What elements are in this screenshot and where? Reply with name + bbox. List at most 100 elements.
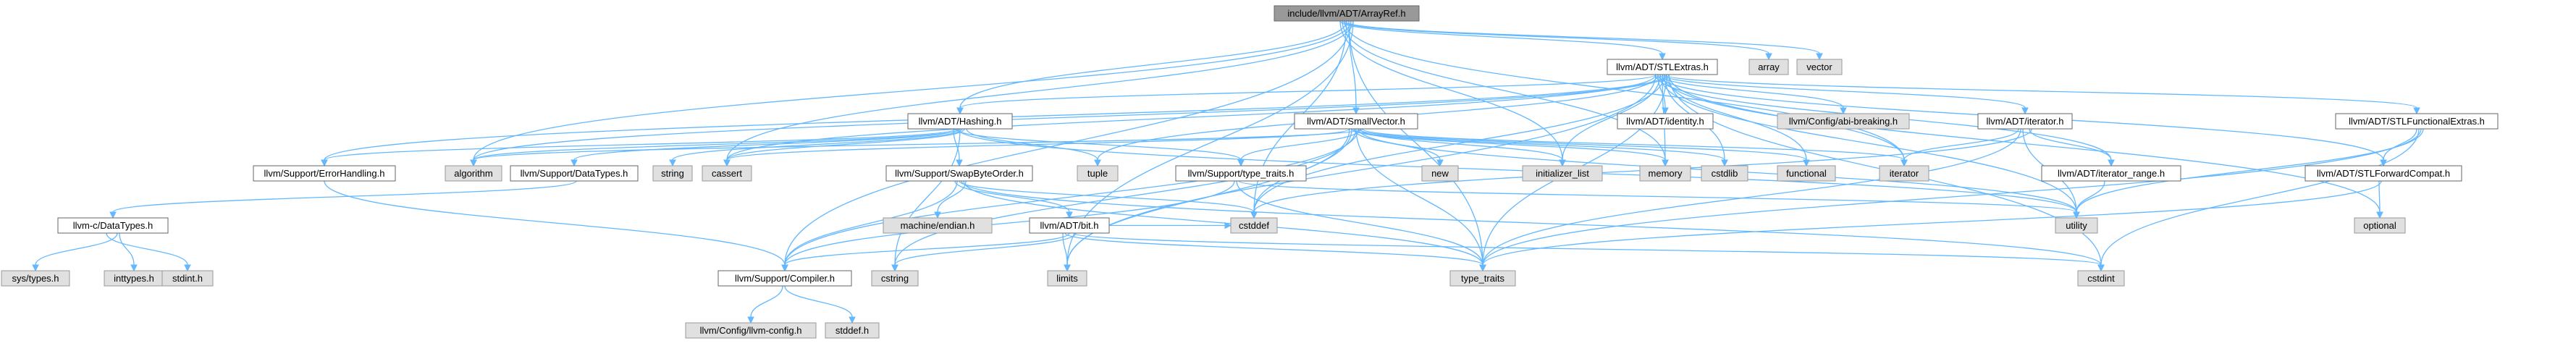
node-smallvector[interactable]: llvm/ADT/SmallVector.h bbox=[1294, 113, 1418, 130]
svg-text:llvm/Support/DataTypes.h: llvm/Support/DataTypes.h bbox=[521, 168, 628, 179]
node-type-traits: type_traits bbox=[1449, 270, 1516, 287]
node-abi-breaking: llvm/Config/abi-breaking.h bbox=[1777, 113, 1910, 130]
svg-text:cstdint: cstdint bbox=[2087, 273, 2115, 284]
edge-stlfunctionalextras-to-stlforwardcompat bbox=[2380, 128, 2417, 167]
edge-hashing-to-swapbyteorder bbox=[953, 128, 963, 167]
svg-text:include/llvm/ADT/ArrayRef.h: include/llvm/ADT/ArrayRef.h bbox=[1287, 8, 1405, 19]
edge-stlextras-to-algorithm bbox=[470, 74, 1670, 167]
edge-datatypes-to-c-datatypes bbox=[109, 180, 577, 219]
svg-text:string: string bbox=[661, 168, 684, 179]
edge-swapbyteorder-to-machine-endian bbox=[934, 180, 967, 219]
svg-text:iterator: iterator bbox=[1890, 168, 1919, 179]
svg-text:llvm/ADT/STLExtras.h: llvm/ADT/STLExtras.h bbox=[1616, 62, 1709, 72]
svg-text:llvm/Support/ErrorHandling.h: llvm/Support/ErrorHandling.h bbox=[264, 168, 385, 179]
edge-c-datatypes-to-inttypes bbox=[119, 232, 138, 272]
edge-iterator-header-to-iterator bbox=[1901, 128, 2019, 167]
node-functional: functional bbox=[1777, 165, 1836, 182]
node-stdint: stdint.h bbox=[161, 270, 214, 287]
edge-c-datatypes-to-sys-types bbox=[32, 232, 118, 272]
svg-text:limits: limits bbox=[1056, 273, 1078, 284]
edge-stlextras-to-optional bbox=[1662, 74, 2383, 219]
node-tuple: tuple bbox=[1077, 165, 1119, 182]
edge-stlextras-to-iterator-header bbox=[1662, 74, 2029, 115]
node-iterator-header[interactable]: llvm/ADT/iterator.h bbox=[1977, 113, 2073, 130]
node-support-type-traits[interactable]: llvm/Support/type_traits.h bbox=[1175, 165, 1307, 182]
svg-text:tuple: tuple bbox=[1087, 168, 1108, 179]
node-llvm-config: llvm/Config/llvm-config.h bbox=[685, 322, 817, 339]
node-cassert: cassert bbox=[702, 165, 752, 182]
svg-text:optional: optional bbox=[2363, 220, 2396, 231]
node-iterator: iterator bbox=[1879, 165, 1929, 182]
node-cstdlib: cstdlib bbox=[1701, 165, 1748, 182]
edge-smallvector-to-memory bbox=[1351, 128, 1669, 167]
node-stlforwardcompat[interactable]: llvm/ADT/STLForwardCompat.h bbox=[2304, 165, 2462, 182]
node-vector: vector bbox=[1796, 59, 1843, 75]
edge-arrayref-to-vector bbox=[1344, 20, 1823, 61]
edge-smallvector-to-cassert bbox=[723, 128, 1350, 167]
node-sys-types: sys/types.h bbox=[1, 270, 70, 287]
edge-hashing-to-string bbox=[669, 128, 963, 167]
svg-text:llvm/ADT/bit.h: llvm/ADT/bit.h bbox=[1040, 220, 1099, 231]
node-arrayref[interactable]: include/llvm/ADT/ArrayRef.h bbox=[1274, 5, 1420, 22]
svg-text:new: new bbox=[1431, 168, 1449, 179]
svg-text:machine/endian.h: machine/endian.h bbox=[901, 220, 975, 231]
svg-text:stddef.h: stddef.h bbox=[835, 325, 869, 336]
node-errorhandling[interactable]: llvm/Support/ErrorHandling.h bbox=[253, 165, 396, 182]
node-datatypes[interactable]: llvm/Support/DataTypes.h bbox=[510, 165, 639, 182]
node-cstddef: cstddef bbox=[1230, 217, 1278, 234]
svg-text:functional: functional bbox=[1786, 168, 1827, 179]
edge-stlextras-to-cstddef bbox=[1250, 74, 1665, 219]
edge-stlextras-to-hashing bbox=[956, 74, 1657, 115]
svg-text:llvm/ADT/SmallVector.h: llvm/ADT/SmallVector.h bbox=[1307, 116, 1405, 127]
svg-text:inttypes.h: inttypes.h bbox=[114, 273, 154, 284]
svg-text:llvm/ADT/identity.h: llvm/ADT/identity.h bbox=[1626, 116, 1704, 127]
edge-smallvector-to-cstdlib bbox=[1353, 128, 1728, 167]
node-stlfunctionalextras[interactable]: llvm/ADT/STLFunctionalExtras.h bbox=[2335, 113, 2499, 130]
node-cstdint: cstdint bbox=[2077, 270, 2125, 287]
node-memory: memory bbox=[1639, 165, 1691, 182]
node-bit[interactable]: llvm/ADT/bit.h bbox=[1029, 217, 1110, 234]
svg-text:llvm/ADT/STLFunctionalExtras.h: llvm/ADT/STLFunctionalExtras.h bbox=[2349, 116, 2485, 127]
node-hashing[interactable]: llvm/ADT/Hashing.h bbox=[907, 113, 1013, 130]
edge-bit-to-cstdint bbox=[1073, 232, 2105, 272]
edge-hashing-to-errorhandling bbox=[321, 128, 956, 167]
edge-support-type-traits-to-utility bbox=[1238, 180, 2080, 219]
node-optional: optional bbox=[2354, 217, 2406, 234]
svg-text:llvm/Config/llvm-config.h: llvm/Config/llvm-config.h bbox=[700, 325, 802, 336]
edge-bit-to-limits bbox=[1062, 232, 1071, 272]
node-initializer-list: initializer_list bbox=[1522, 165, 1603, 182]
edge-arrayref-to-array bbox=[1342, 20, 1772, 61]
edge-bit-to-compiler bbox=[781, 232, 1070, 272]
dependency-nodes: include/llvm/ADT/ArrayRef.h llvm/ADT/STL… bbox=[1, 5, 2499, 339]
edge-stlextras-to-stlfunctionalextras bbox=[1664, 74, 2420, 115]
node-new: new bbox=[1421, 165, 1459, 182]
node-identity[interactable]: llvm/ADT/identity.h bbox=[1617, 113, 1714, 130]
edge-bit-to-type-traits bbox=[1064, 232, 1486, 272]
node-swapbyteorder[interactable]: llvm/Support/SwapByteOrder.h bbox=[885, 165, 1033, 182]
dependency-edges bbox=[32, 20, 2424, 324]
svg-text:llvm/ADT/STLForwardCompat.h: llvm/ADT/STLForwardCompat.h bbox=[2317, 168, 2450, 179]
node-string: string bbox=[652, 165, 693, 182]
edge-swapbyteorder-to-bit bbox=[954, 180, 1073, 219]
node-c-datatypes[interactable]: llvm-c/DataTypes.h bbox=[57, 217, 169, 234]
svg-text:cstring: cstring bbox=[881, 273, 909, 284]
svg-text:llvm/Support/SwapByteOrder.h: llvm/Support/SwapByteOrder.h bbox=[895, 168, 1024, 179]
edge-stlextras-to-abi-breaking bbox=[1659, 74, 1847, 115]
svg-text:type_traits: type_traits bbox=[1461, 273, 1504, 284]
edge-arrayref-to-hashing bbox=[956, 20, 1347, 115]
svg-text:utility: utility bbox=[2066, 220, 2087, 231]
node-machine-endian: machine/endian.h bbox=[883, 217, 993, 234]
node-cstring: cstring bbox=[871, 270, 919, 287]
svg-text:cstdlib: cstdlib bbox=[1712, 168, 1738, 179]
node-compiler[interactable]: llvm/Support/Compiler.h bbox=[717, 270, 852, 287]
node-stlextras[interactable]: llvm/ADT/STLExtras.h bbox=[1607, 59, 1718, 75]
edge-arrayref-to-stlextras bbox=[1339, 20, 1666, 61]
svg-text:llvm/Config/abi-breaking.h: llvm/Config/abi-breaking.h bbox=[1789, 116, 1898, 127]
svg-text:sys/types.h: sys/types.h bbox=[12, 273, 59, 284]
node-iterator-range[interactable]: llvm/ADT/iterator_range.h bbox=[2041, 165, 2181, 182]
svg-text:array: array bbox=[1758, 62, 1780, 72]
edge-hashing-to-tuple bbox=[966, 128, 1101, 167]
svg-text:cassert: cassert bbox=[712, 168, 742, 179]
edge-smallvector-to-initializer-list bbox=[1360, 128, 1566, 167]
